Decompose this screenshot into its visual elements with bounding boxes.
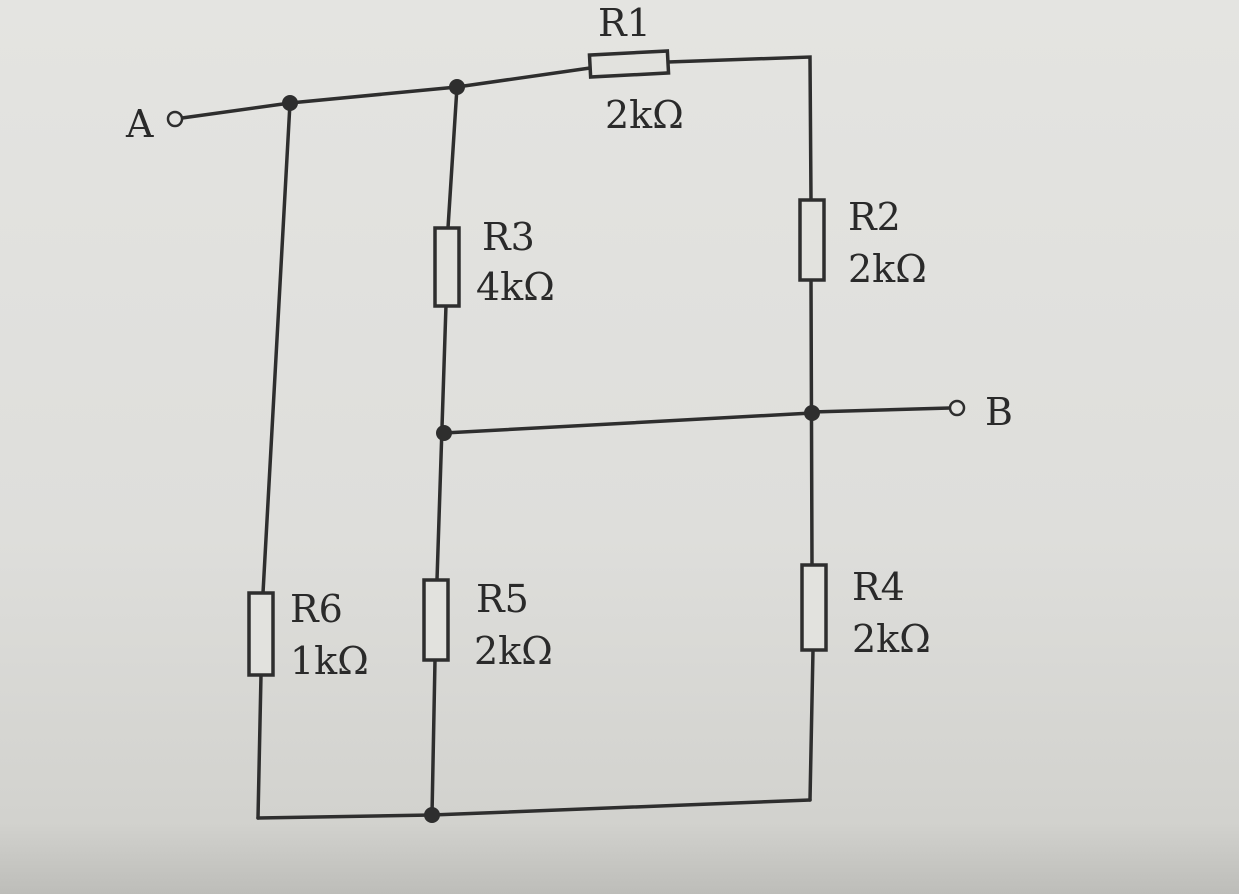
wire-bottom <box>256 798 812 820</box>
terminal-b-label: B <box>985 390 1013 434</box>
wire-r3-top <box>446 85 459 230</box>
wire-r5-bottom <box>430 658 437 817</box>
r3-name: R3 <box>482 215 535 259</box>
junction-dot <box>804 405 820 421</box>
wire-r1-right <box>666 55 813 202</box>
r3-value: 4kΩ <box>476 265 555 309</box>
wire-r2-to-b <box>809 278 814 567</box>
r5-value: 2kΩ <box>474 629 553 673</box>
wire-top <box>180 66 592 120</box>
wire-r3-bottom <box>435 303 448 582</box>
wire-r4-bottom <box>808 648 815 802</box>
wires <box>180 55 952 820</box>
r1-name: R1 <box>598 1 651 45</box>
junction-dot <box>424 807 440 823</box>
terminal-a <box>166 110 184 128</box>
terminal-b <box>948 399 966 417</box>
resistor-r5 <box>422 578 450 662</box>
r1-value: 2kΩ <box>605 93 684 137</box>
r4-name: R4 <box>852 565 905 609</box>
junction-dot <box>449 79 465 95</box>
wire-mid <box>442 411 814 435</box>
r4-value: 2kΩ <box>852 617 931 661</box>
wire-r6-bottom <box>256 673 263 820</box>
terminal-a-label: A <box>125 102 154 146</box>
resistor-r1 <box>587 49 671 79</box>
r6-name: R6 <box>290 587 343 631</box>
r2-value: 2kΩ <box>848 247 927 291</box>
resistor-r3 <box>433 226 461 308</box>
resistor-r2 <box>798 198 826 282</box>
wire-r6-top <box>261 101 292 595</box>
resistor-r6 <box>247 591 275 677</box>
junction-dot <box>282 95 298 111</box>
r5-name: R5 <box>476 577 529 621</box>
r6-value: 1kΩ <box>290 639 369 683</box>
wire-b-output <box>810 406 952 414</box>
junction-dot <box>436 425 452 441</box>
r2-name: R2 <box>848 195 901 239</box>
resistor-r4 <box>800 563 828 652</box>
